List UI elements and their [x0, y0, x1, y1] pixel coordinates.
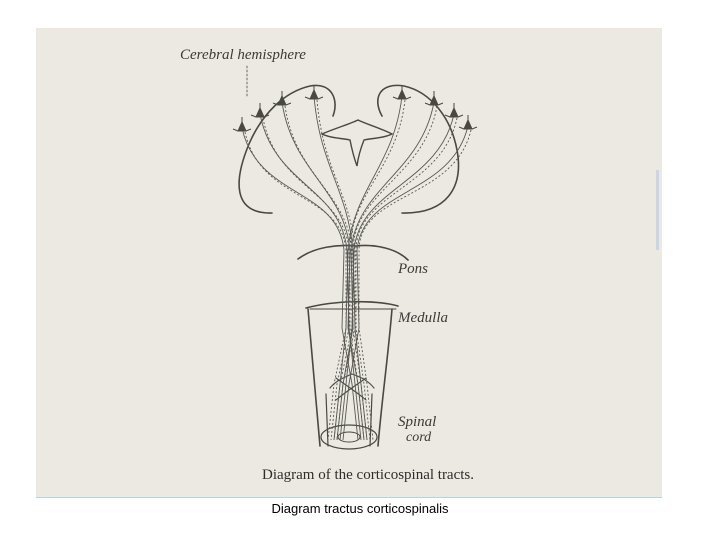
neuron-dendrites: [304, 85, 324, 100]
neuron-soma: [277, 94, 287, 106]
neuron-soma: [429, 94, 439, 106]
pyramidal-neuron: [250, 103, 270, 118]
corticospinal-fiber: [316, 99, 356, 441]
ventricle-shape: [320, 119, 394, 167]
medulla-label: Medulla: [398, 310, 448, 326]
neuron-soma: [463, 118, 473, 130]
pons-label: Pons: [398, 261, 428, 277]
corticospinal-diagram-figure: Cerebral hemisphere Pons Medulla Spinal …: [36, 28, 662, 498]
corticospinal-fibers: [241, 95, 472, 441]
neuron-dendrites: [458, 115, 478, 130]
spinal-cord-label-line1: Spinal: [398, 414, 437, 430]
neuron-dendrites: [272, 91, 292, 106]
neuron-dendrites: [232, 117, 252, 132]
corticospinal-drawing: [232, 65, 478, 450]
corticospinal-fiber: [336, 101, 435, 441]
neuron-soma: [255, 106, 265, 118]
pyramidal-neuron: [444, 103, 464, 118]
neuron-dendrites: [424, 91, 444, 106]
spinal-cord-label: Spinal cord: [398, 414, 436, 446]
pyramidal-neuron: [304, 85, 324, 100]
corticospinal-fiber: [284, 105, 353, 441]
neuron-dendrites: [250, 103, 270, 118]
pyramidal-neuron: [424, 91, 444, 106]
neuron-soma: [449, 106, 459, 118]
right-hemisphere-outline: [377, 84, 460, 214]
spinal-cord-section: [320, 424, 378, 450]
pons-outline: [297, 244, 409, 261]
spinal-cord-label-line2: cord: [406, 430, 432, 445]
pyramidal-neuron: [392, 85, 412, 100]
neuron-dendrites: [444, 103, 464, 118]
pyramidal-neuron: [232, 117, 252, 132]
corticospinal-fiber: [342, 125, 469, 441]
medulla-top: [305, 300, 399, 309]
slide-caption: Diagram tractus corticospinalis: [271, 501, 449, 516]
neuron-soma: [309, 88, 319, 100]
corticospinal-fiber: [349, 99, 406, 441]
corticospinal-fiber: [339, 113, 455, 441]
neuron-dendrites: [392, 85, 412, 100]
caption-divider: [36, 497, 662, 498]
neuron-soma: [237, 120, 247, 132]
edge-mark: [656, 170, 659, 250]
medulla-right-side: [377, 308, 393, 447]
corticospinal-fiber: [313, 95, 368, 441]
neuron-soma: [397, 88, 407, 100]
figure-caption: Diagram of the corticospinal tracts.: [262, 467, 475, 483]
corticospinal-fiber: [241, 127, 359, 441]
corticospinal-fiber: [244, 131, 347, 441]
pyramidal-neuron: [272, 91, 292, 106]
corticospinal-fiber: [358, 129, 472, 441]
pyramidal-neurons: [232, 85, 478, 132]
pyramidal-neuron: [458, 115, 478, 130]
corticospinal-fiber: [262, 117, 350, 441]
medulla-left-side: [307, 308, 321, 447]
cerebral-hemisphere-label: Cerebral hemisphere: [180, 47, 306, 63]
corticospinal-fiber: [333, 95, 403, 441]
corticospinal-fiber: [355, 117, 458, 441]
